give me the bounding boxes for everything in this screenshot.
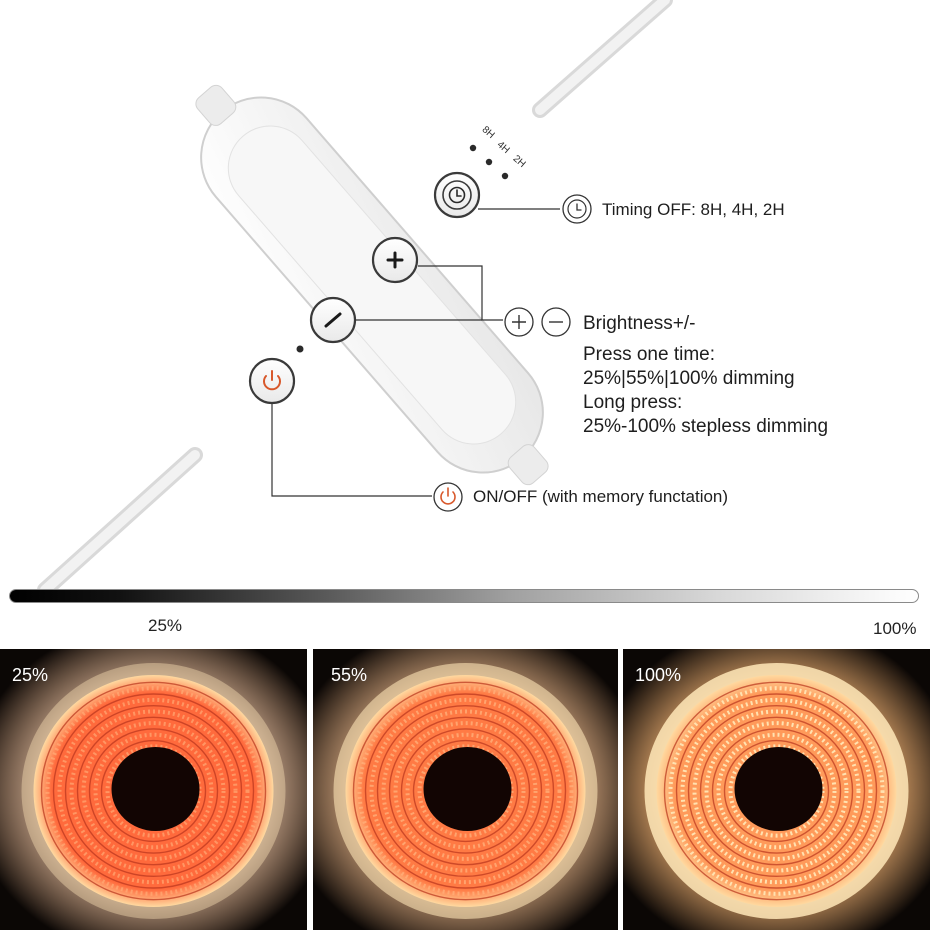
scale-max-label: 100%	[873, 619, 917, 638]
minus-icon	[324, 312, 342, 328]
strip-ring	[376, 704, 555, 878]
scale-min-label: 25%	[148, 616, 183, 635]
stepless-dimming-text: 25%-100% stepless dimming	[583, 416, 829, 437]
reel-center-hole	[111, 747, 200, 831]
power-icon	[440, 487, 456, 505]
onoff-callout-text: ON/OFF (with memory functation)	[473, 487, 729, 506]
strip-ring	[675, 693, 878, 889]
timer-button[interactable]	[433, 171, 481, 219]
led-dots	[405, 732, 526, 850]
power-callout-icon	[433, 482, 463, 512]
led-dots	[105, 744, 202, 838]
dimming-steps-text: 25%|55%|100% dimming	[583, 368, 795, 389]
led-dots	[716, 732, 837, 850]
brightness-minus-button[interactable]	[309, 296, 357, 344]
strip-ring	[64, 704, 243, 878]
strip-ring	[663, 681, 890, 901]
led-strip-photo-55: 55%	[313, 649, 618, 930]
strip-ring	[412, 739, 519, 843]
remote-controller	[195, 84, 549, 486]
timer-mark-4h: 4H	[495, 139, 512, 156]
timer-mark-2h: 2H	[511, 153, 528, 170]
power-cable	[37, 0, 673, 598]
power-icon	[263, 370, 281, 391]
led-dots	[668, 686, 885, 896]
led-reel-image	[313, 649, 618, 930]
led-reel-image	[0, 649, 307, 930]
brightness-gradient-bar	[9, 589, 919, 603]
brightness-callout-title: Brightness+/-	[583, 313, 696, 334]
strip-ring	[76, 716, 231, 866]
clock-icon	[576, 203, 582, 211]
led-dots	[704, 721, 849, 861]
led-dots	[417, 744, 514, 838]
timer-mark-8h: 8H	[480, 124, 497, 141]
led-dots	[69, 709, 238, 873]
strip-ring	[687, 704, 866, 878]
strip-ring	[364, 693, 567, 889]
led-strip-photo-25: 25%	[0, 649, 307, 930]
panel-label: 100%	[635, 665, 682, 685]
callout-lines	[271, 208, 560, 497]
reel-center-hole	[734, 747, 823, 831]
led-strip-photo-100: 100%	[623, 649, 930, 930]
led-dots	[93, 732, 214, 850]
led-reel-image	[623, 649, 930, 930]
timer-indicator-dots	[296, 144, 509, 353]
led-dots	[81, 721, 226, 861]
led-dots	[728, 744, 825, 838]
led-dots	[692, 709, 861, 873]
strip-ring	[40, 681, 267, 901]
plus-icon	[512, 315, 526, 329]
press-one-time-text: Press one time:	[583, 344, 715, 365]
panel-label: 55%	[331, 665, 368, 685]
strip-ring	[723, 739, 830, 843]
strip-ring	[699, 716, 854, 866]
plus-icon	[386, 251, 404, 269]
strip-ring	[400, 728, 531, 854]
strip-ring	[388, 716, 543, 866]
timing-callout-text: Timing OFF: 8H, 4H, 2H	[602, 200, 785, 219]
strip-ring	[88, 728, 219, 854]
strip-ring	[52, 693, 255, 889]
led-dots	[357, 686, 574, 896]
clock-icon	[448, 186, 466, 204]
led-dots	[369, 697, 562, 885]
strip-ring	[100, 739, 207, 843]
timing-callout-icon	[562, 194, 592, 224]
led-dots	[381, 709, 550, 873]
brightness-plus-button[interactable]	[371, 236, 419, 284]
minus-callout-icon	[541, 307, 571, 337]
led-dots	[45, 686, 262, 896]
strip-ring	[352, 681, 579, 901]
plus-callout-icon	[504, 307, 534, 337]
led-dots	[393, 721, 538, 861]
controller-diagram: 8H 4H 2H	[37, 0, 673, 598]
power-button[interactable]	[248, 357, 296, 405]
led-dots	[57, 697, 250, 885]
long-press-text: Long press:	[583, 392, 683, 413]
panel-label: 25%	[12, 665, 49, 685]
reel-center-hole	[423, 747, 512, 831]
led-dots	[680, 697, 873, 885]
strip-ring	[711, 728, 842, 854]
